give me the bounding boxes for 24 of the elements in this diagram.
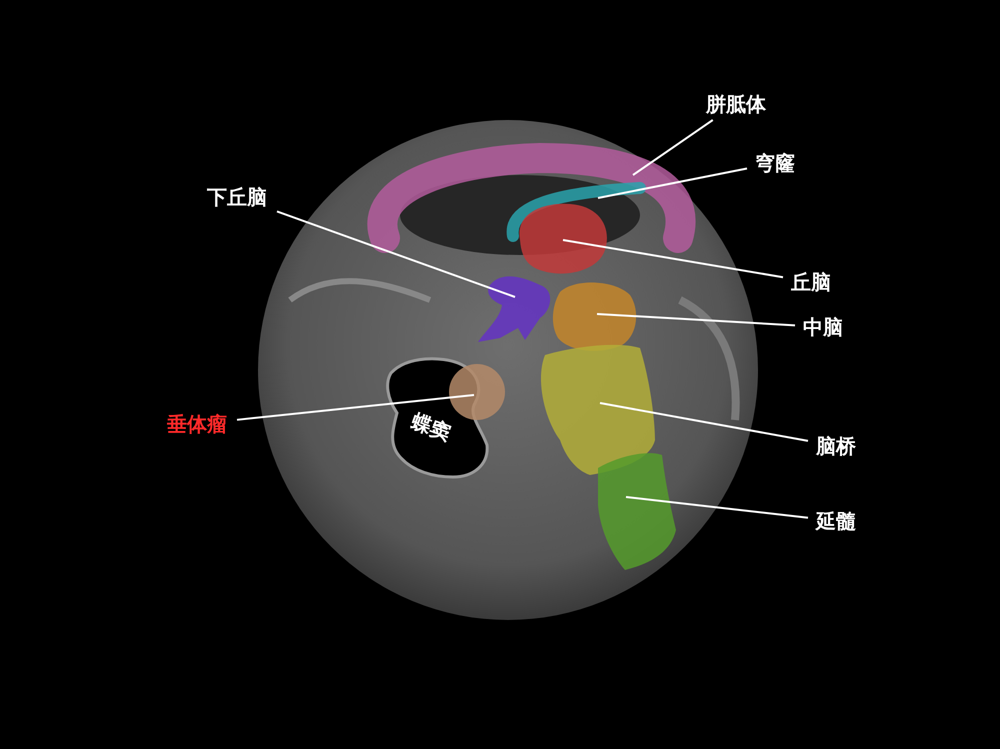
structure-label: 中脑	[798, 314, 848, 340]
midbrain-region	[552, 282, 636, 351]
leader-line	[600, 402, 808, 442]
leader-line	[236, 394, 474, 421]
sinus-label: 蝶窦	[408, 408, 454, 446]
structure-label: 下丘脑	[200, 184, 274, 210]
structure-label: 穹窿	[750, 150, 800, 176]
leader-line	[598, 168, 748, 199]
structure-label: 丘脑	[786, 269, 836, 295]
medulla-region	[598, 453, 676, 570]
structure-label: 胼胝体	[700, 91, 772, 117]
pituitary-tumor-region	[449, 364, 505, 420]
thalamus-region	[519, 204, 607, 274]
leader-line	[562, 239, 784, 278]
corpus-callosum-region	[367, 143, 696, 253]
tumor-label: 垂体瘤	[160, 411, 234, 437]
leader-line	[276, 210, 516, 298]
hypothalamus-region	[478, 276, 550, 342]
leader-line	[626, 496, 808, 519]
leader-line	[632, 119, 714, 176]
structure-label: 延髓	[811, 508, 861, 534]
pons-region	[541, 344, 655, 475]
structure-label: 脑桥	[811, 433, 861, 459]
leader-line	[596, 313, 796, 326]
